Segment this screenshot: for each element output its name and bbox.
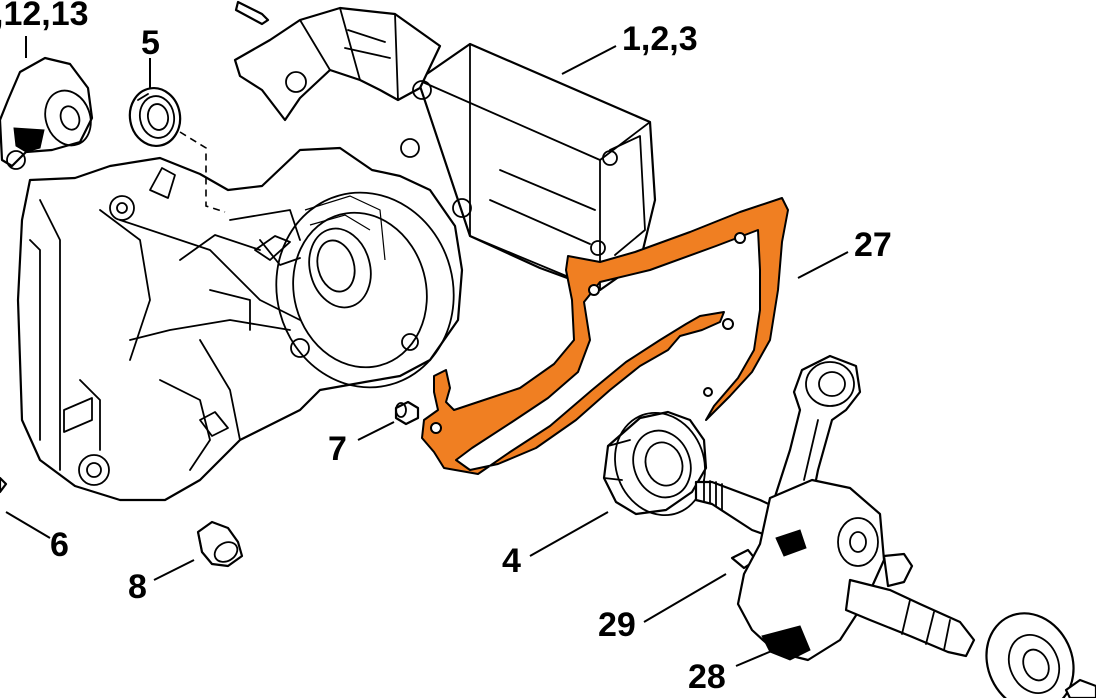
callout-5: 5 [141,24,160,62]
leader-4 [529,511,609,557]
ball-bearing-part[interactable] [601,400,719,528]
gasket-part[interactable] [421,197,789,475]
leader-27 [797,251,849,279]
gasket-shape [421,197,789,475]
leader-8 [153,559,195,581]
assembly-dash-line [179,131,226,213]
callout-6: 6 [50,526,69,564]
callout-27: 27 [854,226,892,264]
callout-28: 28 [688,658,726,696]
right-bearing-part[interactable] [971,599,1096,698]
sleeve-part[interactable] [394,400,420,426]
leader-29 [643,573,727,623]
crankcase-part[interactable] [16,0,657,502]
callout-7: 7 [328,430,347,468]
callout-8: 8 [128,568,147,606]
cap-part[interactable] [0,56,98,170]
callout-4: 4 [502,542,521,580]
crankshaft-part[interactable] [694,354,976,662]
callout-29: 29 [598,606,636,644]
screw-part[interactable] [0,476,8,494]
callout-1-2-3: 1,2,3 [622,20,698,58]
oil-seal-part[interactable] [125,84,184,150]
callout-12-13: ,12,13 [0,0,89,33]
leader-7 [357,421,395,441]
leader-1-2-3 [561,45,617,75]
leader-6 [5,511,51,539]
plug-part[interactable] [196,520,244,568]
leader-28 [735,649,775,667]
